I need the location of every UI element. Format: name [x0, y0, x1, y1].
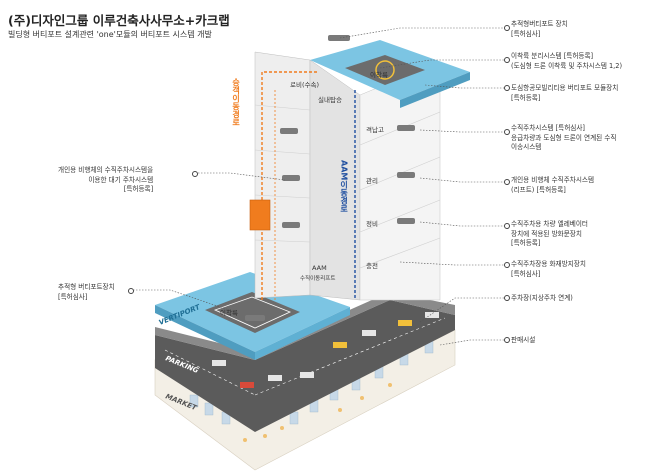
page-subtitle: 빌딩형 버티포트 설계관련 'one'모듈의 버티포트 시스템 개발 — [8, 30, 212, 39]
annotation-left: 추적형 버티포트장치[특허심사] — [58, 283, 115, 301]
tower — [254, 40, 470, 301]
elevator — [249, 199, 271, 231]
drone-markers — [245, 35, 415, 321]
label-aam-elevator: AAM — [312, 264, 327, 272]
leader-dot — [504, 223, 510, 229]
label-lobby: 로비(수속) — [290, 80, 319, 89]
annotation-right: 추적형버티포트 장치[특허심사] — [511, 20, 568, 38]
leader-lines-right — [339, 27, 505, 346]
label-f1: 충전 — [366, 261, 378, 270]
leader-dot — [504, 295, 510, 301]
annotation-right: 개인용 비행체 수직주차시스템(리프트) [특허등록] — [511, 176, 595, 194]
annotation-right: 수직주차장용 화재방지장치[특허심사] — [511, 260, 586, 278]
leader-dot — [192, 171, 198, 177]
label-f3: 관리 — [366, 176, 378, 185]
leader-dot — [504, 262, 510, 268]
label-aam-lift: 수직이동리프트 — [300, 274, 335, 282]
label-landing: 이착륙 — [220, 308, 238, 317]
annotation-right: 도심항공모빌리티용 버티포트 모듈장치[특허등록] — [511, 84, 619, 102]
leader-dot — [504, 25, 510, 31]
label-rooftop: 이착륙 — [370, 70, 388, 79]
label-f2: 정비 — [366, 219, 378, 228]
leader-dot — [504, 57, 510, 63]
leader-dot — [128, 288, 134, 294]
leader-dot — [504, 129, 510, 135]
label-waiting: 실내탑승 — [318, 95, 342, 104]
annotation-right: 이착륙 분리시스템 [특허등록](도심형 드론 이착륙 및 주차시스템 1,2) — [511, 52, 623, 70]
leader-dot — [504, 337, 510, 343]
leader-dot — [504, 85, 510, 91]
parking-level — [155, 292, 455, 432]
leader-dot — [504, 179, 510, 185]
label-passenger-path: 승객이동경로 — [231, 77, 240, 126]
label-f4: 격납고 — [366, 125, 384, 134]
leader-lines-left — [130, 172, 286, 313]
annotation-right: 판매시설 — [511, 336, 536, 344]
annotation-right: 주차장(지상주차 연계) — [511, 294, 573, 302]
page-title: (주)디자인그룹 이루건축사사무소+카크랩 — [8, 13, 230, 28]
label-aam-path: AAM이동경로 — [339, 160, 348, 212]
